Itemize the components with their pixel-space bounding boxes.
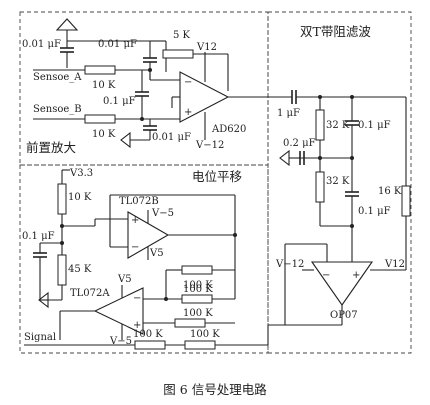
resistor-5k [162, 49, 194, 59]
tl072a-plus: + [133, 320, 141, 331]
tl072a-amplifier [93, 287, 144, 335]
tl072b-label: TL072B [119, 196, 159, 207]
resistor-10k-divider [57, 183, 67, 215]
cap-02uf-label: 0.2 μF [283, 138, 316, 149]
preamp-title: 前置放大 [26, 140, 76, 155]
cap-01uf-levelshift-label: 0.1 μF [22, 231, 55, 242]
vm5-a-label: V−5 [109, 336, 132, 347]
v33-label: V3.3 [69, 168, 93, 179]
resistor-32k-top-label: 32 K [326, 120, 350, 131]
figure-caption: 图 6 信号处理电路 [163, 382, 267, 397]
resistor-100k-mid [174, 318, 206, 328]
cap-001uf-label-b: 0.01 μF [98, 39, 137, 50]
notch-filter-section-box [267, 11, 412, 354]
resistor-10k-b-label: 10 K [92, 129, 116, 140]
resistor-100k-bottom-2 [184, 340, 216, 350]
tl072b-plus: + [131, 215, 139, 226]
notch-filter-title: 双T带阻滤波 [300, 24, 371, 39]
vm12-op07-label: V−12 [275, 259, 304, 270]
cap-01uf-preamp-label: 0.1 μF [103, 96, 136, 107]
ad620-minus: − [184, 77, 192, 88]
op07-plus: + [352, 270, 360, 281]
resistor-100k-feedback-2 [181, 294, 213, 304]
tl072b-amplifier [127, 211, 170, 259]
vm12-preamp-label: V−12 [195, 140, 224, 151]
op07-amplifier [310, 261, 374, 306]
v12-top-label: V12 [196, 42, 217, 53]
v5-a-label: V5 [117, 274, 132, 285]
cap-01uf-top-label: 0.1 μF [358, 120, 391, 131]
v5-b-label: V5 [149, 248, 164, 259]
op07-label: OP07 [330, 310, 358, 321]
tl072b-minus: − [131, 242, 139, 253]
level-shift-title: 电位平移 [192, 169, 242, 184]
tl072a-label: TL072A [70, 288, 110, 299]
cap-001uf-label-c: 0.01 μF [152, 132, 191, 143]
op07-minus: − [322, 270, 330, 281]
resistor-100k-fb1-label: 100 K [183, 280, 213, 291]
resistor-32k-bottom-label: 32 K [326, 176, 350, 187]
resistor-10k-a-label: 10 K [92, 80, 116, 91]
resistor-32k-top [315, 109, 325, 141]
resistor-100k-b2-label: 100 K [190, 329, 220, 340]
resistor-100k-mid-label: 100 K [183, 308, 213, 319]
cap-001uf-label-a: 0.01 μF [22, 39, 61, 50]
resistor-10k-a [84, 65, 116, 75]
ground-symbol-preamp-bottom [120, 131, 150, 149]
resistor-5k-label: 5 K [173, 30, 191, 41]
resistor-10k-divider-label: 10 K [68, 192, 92, 203]
resistor-100k-bottom-1 [134, 340, 166, 350]
resistor-16k-label: 16 K [378, 186, 402, 197]
resistor-100k-fb2-label: 100 K [183, 284, 213, 295]
ground-symbol-notch [279, 149, 300, 167]
ground-symbol-preamp-top [55, 18, 79, 37]
tl072a-minus: − [133, 293, 141, 304]
resistor-10k-b [84, 114, 116, 124]
resistor-100k-b1-label: 100 K [133, 329, 163, 340]
ad620-plus: + [184, 107, 192, 118]
ground-symbol-levelshift [38, 290, 49, 309]
ad620-label: AD620 [211, 124, 246, 135]
resistor-100k-feedback-1 [181, 265, 213, 275]
cap-1uf-label: 1 μF [277, 108, 300, 119]
level-shift-section-box [19, 164, 269, 354]
cap-01uf-bottom-label: 0.1 μF [358, 206, 391, 217]
resistor-45k-label: 45 K [68, 264, 92, 275]
sensoe-a-label: Sensoe_A [33, 72, 82, 83]
resistor-45k [57, 254, 67, 286]
vm5-b-label: V−5 [151, 208, 174, 219]
sensoe-b-label: Sensoe_B [33, 104, 82, 115]
signal-label: Signal [24, 332, 56, 343]
resistor-16k [401, 185, 411, 217]
v12-op07-label: V12 [384, 259, 405, 270]
resistor-32k-bottom [315, 171, 325, 203]
